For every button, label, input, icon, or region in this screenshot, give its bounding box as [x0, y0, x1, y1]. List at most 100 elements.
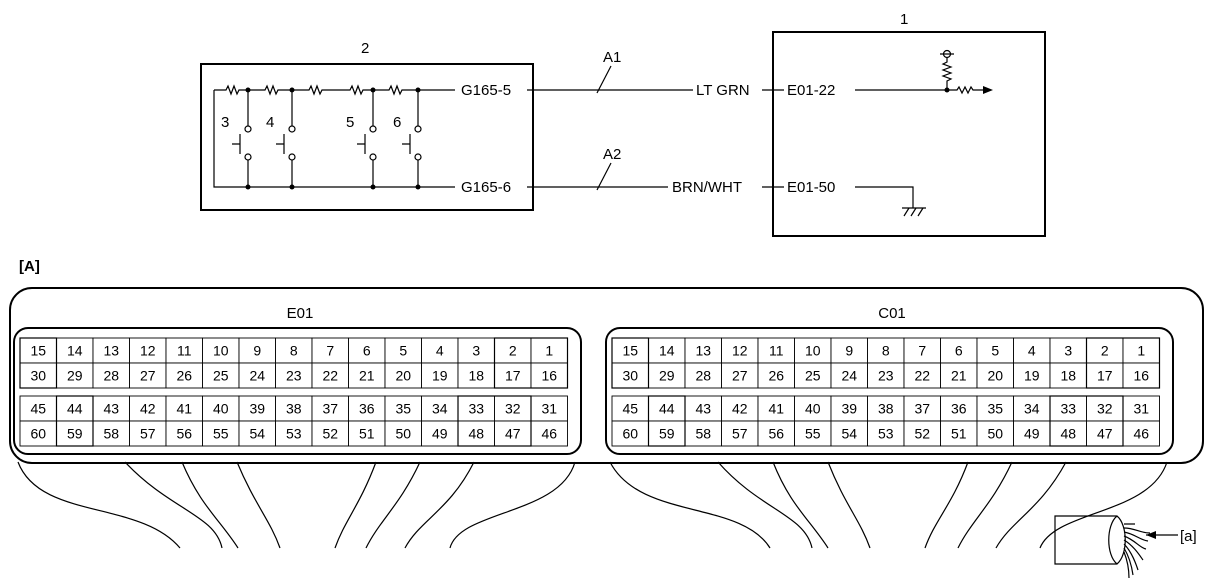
- pin-number: 38: [286, 401, 302, 417]
- pin-cell: [530, 337, 568, 364]
- pin-cell: [421, 395, 459, 422]
- pin-number: 39: [249, 401, 265, 417]
- pin-number: 25: [805, 368, 821, 384]
- switch-pack-box: [200, 63, 534, 211]
- wire-a2-label: A2: [603, 146, 621, 163]
- pin-number: 33: [468, 401, 484, 417]
- pin-number: 41: [768, 401, 784, 417]
- pin-number: 4: [1028, 343, 1036, 359]
- wire-harness: [17, 461, 1168, 549]
- pin-number: 60: [30, 426, 46, 442]
- pin-cell: [311, 362, 349, 389]
- wire-a2-color: BRN/WHT: [672, 179, 742, 196]
- pin-number: 50: [395, 426, 411, 442]
- pin-number: 28: [695, 368, 711, 384]
- pin-number: 23: [286, 368, 302, 384]
- pin-number: 43: [103, 401, 119, 417]
- pin-number: 27: [140, 368, 156, 384]
- pin-cell: [494, 395, 532, 422]
- pin-number: 20: [395, 368, 411, 384]
- pin-cell: [721, 337, 759, 364]
- pin-number: 30: [30, 368, 46, 384]
- pin-number: 45: [30, 401, 46, 417]
- pin-number: 52: [914, 426, 930, 442]
- pin-number: 11: [177, 343, 192, 359]
- pin-number: 26: [176, 368, 192, 384]
- pin-number: 53: [878, 426, 894, 442]
- pin-number: 40: [213, 401, 229, 417]
- pin-cell: [648, 420, 686, 447]
- pin-number: 33: [1060, 401, 1076, 417]
- pin-number: 29: [659, 368, 675, 384]
- pin-number: 15: [30, 343, 46, 359]
- ecu-input-circuit: [855, 49, 993, 95]
- pin-number: 34: [432, 401, 448, 417]
- pin-cell: [129, 362, 167, 389]
- pin-cell: [129, 420, 167, 447]
- pin-number: 34: [1024, 401, 1040, 417]
- pin-number: 10: [805, 343, 821, 359]
- pin-cell: [684, 337, 722, 364]
- pin-number: 3: [1064, 343, 1072, 359]
- pin-number: 59: [67, 426, 83, 442]
- pin-number: 59: [659, 426, 675, 442]
- pin-cell: [421, 337, 459, 364]
- pin-number: 58: [695, 426, 711, 442]
- switch-pack-label: 2: [361, 40, 369, 57]
- pin-number: 28: [103, 368, 119, 384]
- pin-number: 56: [176, 426, 192, 442]
- pin-number: 1: [545, 343, 553, 359]
- pin-number: 13: [695, 343, 711, 359]
- pin-number: 37: [322, 401, 338, 417]
- pin-number: 25: [213, 368, 229, 384]
- pin-number: 39: [841, 401, 857, 417]
- switch-4-label: 4: [266, 114, 274, 131]
- pin-number: 18: [468, 368, 484, 384]
- pin-cell: [165, 362, 203, 389]
- pin-cell: [494, 337, 532, 364]
- pin-number: 32: [505, 401, 521, 417]
- pin-cell: [721, 362, 759, 389]
- pin-cell: [275, 362, 313, 389]
- pin-number: 20: [987, 368, 1003, 384]
- ecu-box: [772, 31, 1046, 237]
- pin-number: 9: [253, 343, 261, 359]
- ecu-label: 1: [900, 11, 908, 28]
- pin-cell: [238, 362, 276, 389]
- pin-number: 4: [436, 343, 444, 359]
- pin-cell: [311, 420, 349, 447]
- pin-number: 37: [914, 401, 930, 417]
- pin-number: 19: [1024, 368, 1040, 384]
- pin-number: 51: [951, 426, 967, 442]
- pin-number: 38: [878, 401, 894, 417]
- switch-5-label: 5: [346, 114, 354, 131]
- pin-cell: [757, 420, 795, 447]
- pin-cell: [457, 395, 495, 422]
- pin-cell: [1049, 420, 1087, 447]
- pin-cell: [794, 337, 832, 364]
- pin-cell: [165, 420, 203, 447]
- pin-number: 24: [841, 368, 857, 384]
- pin-number: 56: [768, 426, 784, 442]
- pin-number: 7: [326, 343, 334, 359]
- pin-e01-22-label: E01-22: [787, 82, 835, 99]
- wire-a1-label: A1: [603, 49, 621, 66]
- pin-number: 55: [213, 426, 229, 442]
- pin-number: 17: [1097, 368, 1113, 384]
- pin-number: 21: [359, 368, 375, 384]
- switch-6: 6: [393, 90, 422, 187]
- pin-number: 57: [140, 426, 156, 442]
- pin-number: 5: [991, 343, 999, 359]
- pin-cell: [421, 420, 459, 447]
- pin-number: 41: [176, 401, 192, 417]
- connector-name: E01: [287, 305, 314, 322]
- pin-cell: [92, 420, 130, 447]
- pin-number: 21: [951, 368, 967, 384]
- pin-number: 46: [541, 426, 557, 442]
- pin-cell: [903, 337, 941, 364]
- pin-number: 30: [622, 368, 638, 384]
- resistor-ladder: [213, 84, 455, 190]
